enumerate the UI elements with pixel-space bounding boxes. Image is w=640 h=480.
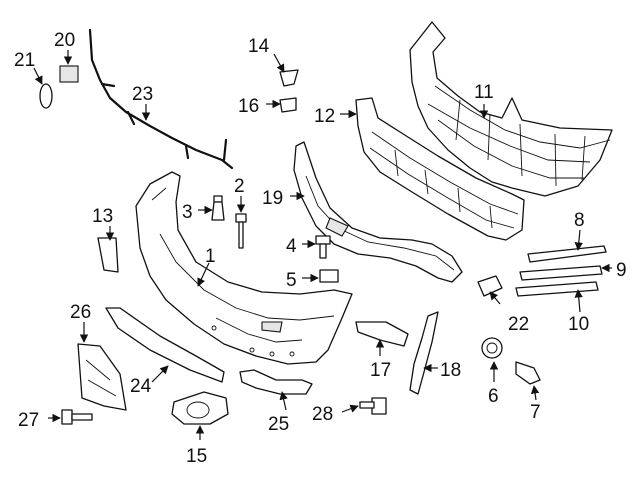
callout-8: 8 bbox=[574, 210, 585, 231]
part-28-bolt bbox=[359, 397, 387, 415]
callout-labels: 1 2 3 4 5 6 7 8 9 10 11 12 13 14 15 16 1… bbox=[14, 30, 627, 467]
callout-24: 24 bbox=[130, 376, 152, 397]
callout-26: 26 bbox=[70, 302, 91, 323]
part-18-side-trim bbox=[409, 311, 439, 395]
callout-10: 10 bbox=[568, 314, 589, 335]
callout-3: 3 bbox=[182, 202, 193, 223]
part-8-strip bbox=[527, 245, 607, 263]
callout-17: 17 bbox=[370, 360, 391, 381]
callout-5: 5 bbox=[286, 270, 297, 291]
part-21-ring bbox=[39, 83, 53, 109]
callout-2: 2 bbox=[234, 176, 245, 197]
part-1-bumper-cover bbox=[135, 171, 353, 365]
part-22-tow-cap bbox=[477, 275, 503, 297]
part-26-license-bracket bbox=[77, 343, 127, 411]
callout-13: 13 bbox=[92, 206, 113, 227]
callout-20: 20 bbox=[54, 30, 75, 51]
part-24-lower-trim bbox=[105, 307, 225, 383]
part-19-lower-grille bbox=[293, 141, 463, 283]
part-25-lower-trim-center bbox=[239, 369, 313, 395]
part-7-bolt bbox=[515, 361, 541, 385]
callout-1: 1 bbox=[205, 246, 216, 267]
part-23-wiring-harness bbox=[88, 28, 234, 170]
part-10-strip bbox=[515, 281, 599, 297]
part-17-bracket bbox=[355, 321, 409, 347]
part-14-clip bbox=[279, 69, 299, 87]
part-16-clip bbox=[279, 97, 297, 113]
callout-11: 11 bbox=[474, 82, 494, 103]
callout-25: 25 bbox=[268, 414, 289, 435]
callout-16: 16 bbox=[238, 96, 259, 117]
part-27-bolt bbox=[61, 409, 93, 425]
part-5-nut bbox=[319, 269, 339, 283]
part-13-side-bracket bbox=[97, 237, 119, 273]
callout-15: 15 bbox=[186, 446, 207, 467]
callout-23: 23 bbox=[132, 84, 153, 105]
callout-4: 4 bbox=[286, 236, 297, 257]
callout-19: 19 bbox=[262, 188, 283, 209]
part-11-absorber bbox=[409, 21, 613, 197]
part-15-fog-lamp-bracket bbox=[171, 391, 229, 425]
part-12-impact-bar bbox=[355, 97, 525, 241]
callout-27: 27 bbox=[18, 410, 39, 431]
callout-28: 28 bbox=[312, 404, 333, 425]
callout-7: 7 bbox=[530, 402, 541, 423]
part-4-bolt bbox=[315, 235, 331, 259]
leader-lines bbox=[33, 50, 612, 440]
part-3-clip bbox=[211, 195, 225, 221]
callout-14: 14 bbox=[248, 36, 270, 57]
callout-22: 22 bbox=[508, 314, 529, 335]
part-9-strip bbox=[519, 265, 603, 281]
callout-12: 12 bbox=[314, 106, 335, 127]
callout-6: 6 bbox=[488, 386, 499, 407]
callout-9: 9 bbox=[616, 260, 627, 281]
callout-18: 18 bbox=[440, 360, 461, 381]
part-2-bolt bbox=[235, 213, 247, 249]
part-20-sensor bbox=[59, 65, 79, 83]
callout-21: 21 bbox=[14, 50, 35, 71]
part-6-grommet bbox=[481, 337, 503, 359]
